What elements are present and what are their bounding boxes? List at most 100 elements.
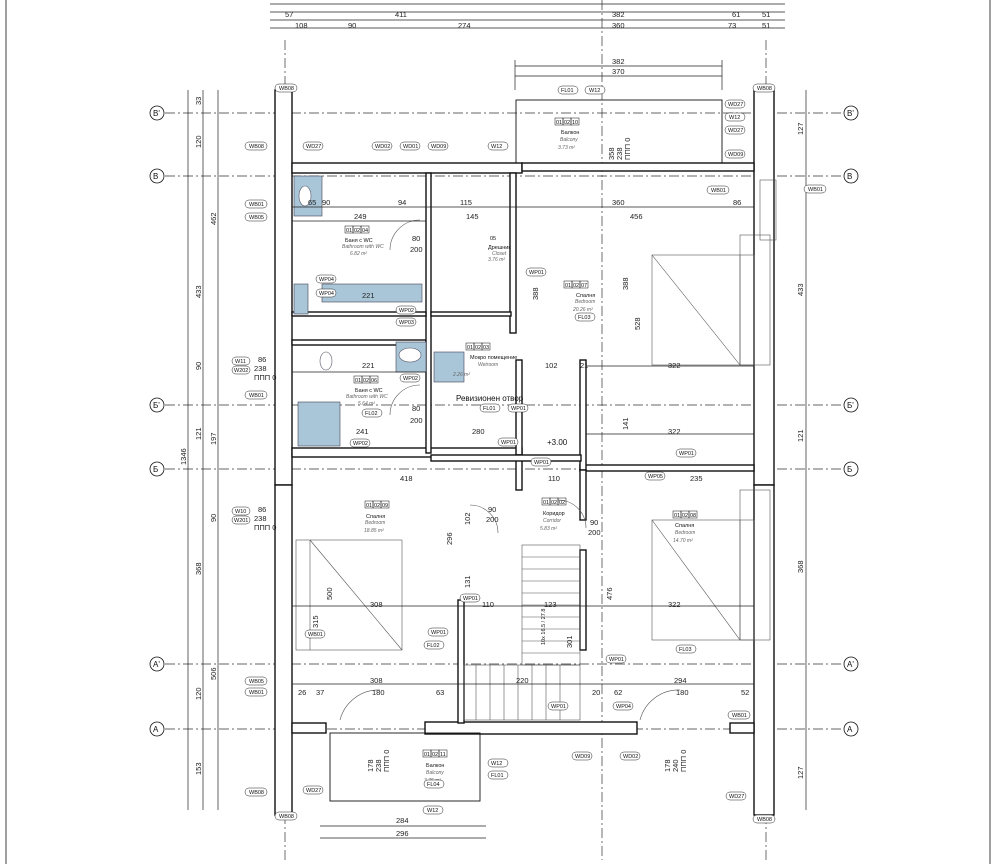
- tag-wb08c: WB08: [279, 814, 294, 820]
- svg-text:178: 178: [366, 759, 375, 772]
- tag-w12-top: W12: [589, 88, 600, 94]
- svg-text:63: 63: [436, 688, 444, 697]
- tag-wb01f: WB01: [732, 713, 747, 719]
- svg-text:141: 141: [621, 417, 630, 430]
- axis-label-right-6: A: [847, 725, 853, 734]
- svg-text:102: 102: [463, 512, 472, 525]
- tag-wd27-e: WD27: [306, 788, 321, 794]
- room-name: Спалня: [576, 293, 595, 299]
- room-sub: Closet: [492, 251, 507, 257]
- room-name: Коридор: [543, 511, 565, 517]
- svg-text:02: 02: [559, 500, 565, 506]
- tag-wp04-b: WP04: [319, 291, 334, 297]
- svg-text:09: 09: [382, 503, 388, 509]
- sanitary-fixtures: [293, 175, 465, 447]
- tag-fl02-a: FL02: [427, 643, 440, 649]
- tag-wb01: WB01: [249, 202, 264, 208]
- dim-bottom-284: 284: [396, 816, 409, 825]
- svg-text:04: 04: [362, 228, 368, 234]
- top-dimensions: 57 411 382 61 51 108 90 274 360 73 51 38…: [270, 3, 785, 90]
- tag-wp03-a: WP03: [399, 320, 414, 326]
- dim-left-153: 153: [194, 762, 203, 775]
- axis-label-right-3: Б': [847, 401, 854, 410]
- tag-wp02-b: WP02: [403, 376, 418, 382]
- svg-text:06: 06: [371, 378, 377, 384]
- svg-text:221: 221: [362, 361, 375, 370]
- svg-text:180: 180: [676, 688, 689, 697]
- svg-text:280: 280: [472, 427, 485, 436]
- staircase: 10x 16.5 / 27.8: [463, 544, 581, 721]
- svg-text:01: 01: [424, 752, 430, 758]
- room-stamp-bedroom-1: 01 02 07 Спалня Bedroom 20.26 m²: [563, 280, 595, 313]
- svg-text:360: 360: [612, 198, 625, 207]
- room-area: 14.70 m²: [673, 538, 693, 544]
- tag-w12-d: W12: [491, 761, 502, 767]
- tag-wp01-b: WP01: [511, 406, 526, 412]
- dim-top-61: 61: [732, 10, 740, 19]
- tag-wb05b: WB05: [249, 679, 264, 685]
- svg-text:ППП 0: ППП 0: [623, 138, 632, 160]
- svg-text:238: 238: [374, 759, 383, 772]
- left-dimensions: 1346 33 120 462 433 90 121 197 90 368 50…: [179, 90, 219, 810]
- svg-text:500: 500: [325, 587, 334, 600]
- svg-text:01: 01: [366, 503, 372, 509]
- svg-text:238: 238: [254, 514, 267, 523]
- room-name: Спалня: [675, 523, 694, 529]
- dim-right-121: 121: [796, 429, 805, 442]
- tag-wb08e: WB08: [757, 86, 772, 92]
- svg-text:02: 02: [363, 378, 369, 384]
- svg-text:358: 358: [607, 147, 616, 160]
- revision-opening-note: Ревизионен отвор: [456, 394, 524, 403]
- svg-text:80: 80: [412, 234, 420, 243]
- svg-text:180: 180: [372, 688, 385, 697]
- tag-fl03-a: FL03: [578, 315, 591, 321]
- room-name: Мокро помещение: [470, 355, 517, 361]
- svg-text:90: 90: [322, 198, 330, 207]
- axis-label-right-2: B: [847, 172, 852, 181]
- axis-label-right-1: B': [847, 109, 854, 118]
- svg-text:456: 456: [630, 212, 643, 221]
- svg-text:02: 02: [475, 345, 481, 351]
- tag-wp01-f: WP01: [463, 596, 478, 602]
- svg-text:08: 08: [690, 513, 696, 519]
- room-area: 20.26 m²: [572, 307, 593, 313]
- axis-label-right-4: Б: [847, 465, 852, 474]
- svg-text:20: 20: [592, 688, 600, 697]
- tag-wd01: WD01: [403, 144, 418, 150]
- svg-text:238: 238: [254, 364, 267, 373]
- room-sub: Bedroom: [675, 530, 695, 536]
- svg-text:241: 241: [356, 427, 369, 436]
- room-sub: Bathroom with WC: [346, 394, 388, 400]
- svg-text:115: 115: [460, 198, 472, 207]
- dim-balcony-382: 382: [612, 57, 625, 66]
- room-stamp-bath-1: 01 02 04 Баня с WC Bathroom with WC 6.82…: [342, 225, 384, 257]
- dim-left-368: 368: [194, 562, 203, 575]
- svg-text:02: 02: [682, 513, 688, 519]
- room-stamp-bedroom-2: 01 02 09 Спалня Bedroom 18.85 m²: [364, 500, 390, 534]
- svg-text:07: 07: [581, 283, 587, 289]
- room-sub: Bathroom with WC: [342, 244, 384, 250]
- tag-wb08: WB08: [249, 144, 264, 150]
- tag-wp01-c: WP01: [501, 440, 516, 446]
- room-stamp-balcony-top: 01 02 10 Балкон Balcony 3.73 m²: [554, 117, 579, 151]
- svg-text:ППП 0: ППП 0: [254, 373, 276, 382]
- svg-text:388: 388: [621, 277, 630, 290]
- axis-label-left-4: Б: [153, 465, 158, 474]
- svg-text:03: 03: [483, 345, 489, 351]
- room-area: 2.26 m²: [452, 372, 470, 378]
- svg-text:301: 301: [565, 635, 574, 648]
- dim-right-368: 368: [796, 560, 805, 573]
- stair-label: 10x 16.5 / 27.8: [541, 609, 547, 645]
- tag-wp01-d: WP01: [534, 460, 549, 466]
- svg-text:418: 418: [400, 474, 413, 483]
- svg-text:01: 01: [467, 345, 473, 351]
- bottom-dimensions: 284 296: [320, 816, 486, 839]
- room-stamp-closet: Дрешник Closet 3.76 m² 05: [488, 236, 511, 263]
- room-sub: Corridor: [543, 518, 561, 524]
- svg-text:528: 528: [633, 317, 642, 330]
- room-stamp-corridor: 01 02 02 Коридор Corridor 5.83 m²: [540, 497, 567, 532]
- svg-text:388: 388: [531, 287, 540, 300]
- svg-text:249: 249: [354, 212, 367, 221]
- material-tags: WB08 WB01 WB05 WB01 WB05 WB01 WB08 WB08 …: [231, 83, 827, 824]
- tag-wp04-a: WP04: [319, 277, 334, 283]
